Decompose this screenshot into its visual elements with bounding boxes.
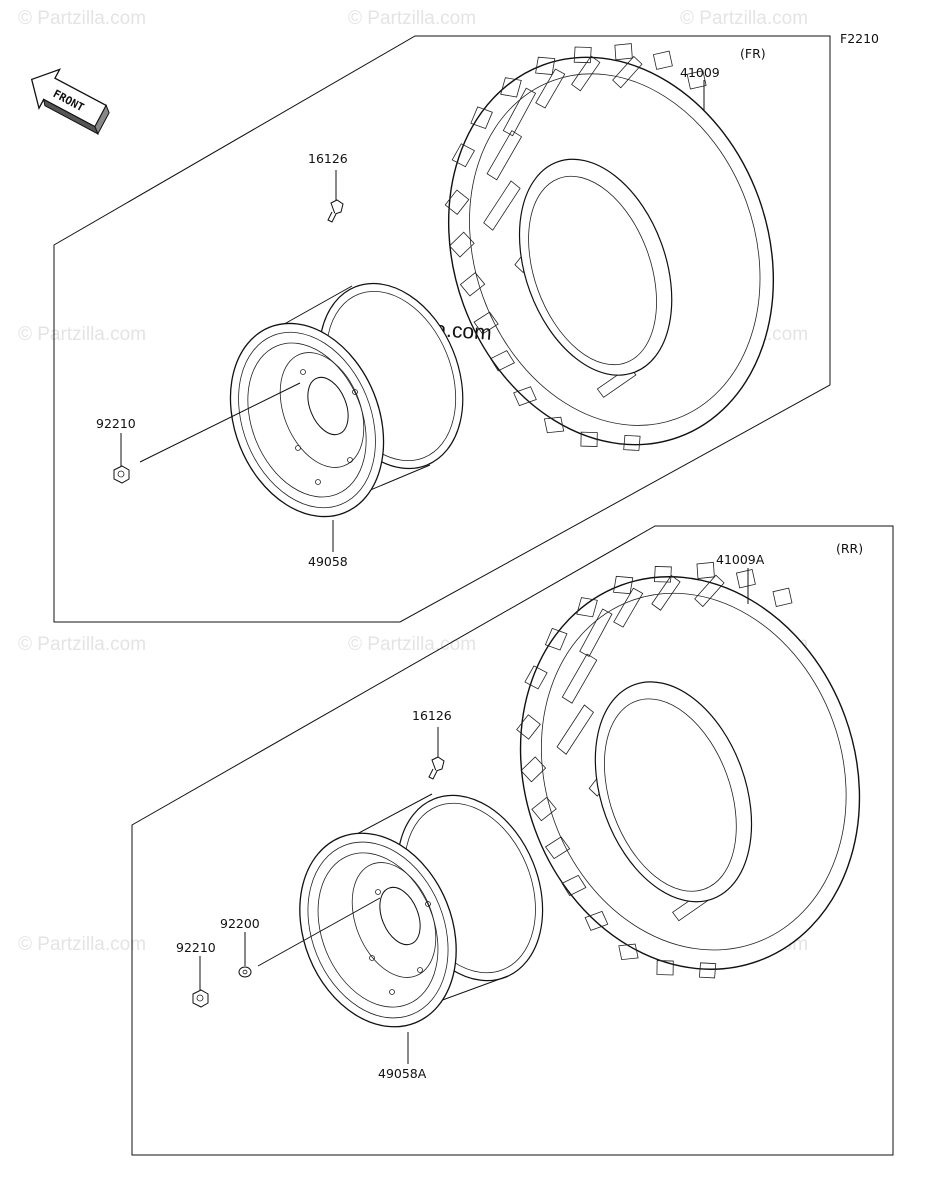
rear-nut-label: 92210 [176, 940, 216, 955]
front-arrow-icon: FRONT [30, 68, 110, 136]
front-valve-icon [327, 199, 344, 223]
rear-washer-label: 92200 [220, 916, 260, 931]
front-wheel-label: 49058 [308, 554, 348, 569]
watermark: © Partzilla.com [18, 934, 146, 955]
rear-tire [516, 561, 861, 979]
front-nut-icon [113, 465, 130, 484]
front-nut-axis [139, 382, 301, 463]
rear-washer-icon [238, 966, 252, 978]
front-tire [444, 43, 775, 451]
rear-position-label: (RR) [836, 541, 863, 556]
watermark: © Partzilla.com [348, 8, 476, 29]
rear-washer-axis [257, 897, 381, 967]
rear-wheel-label: 49058A [378, 1066, 427, 1081]
rear-valve-icon [428, 756, 445, 780]
watermark: © Partzilla.com [18, 634, 146, 655]
rear-wheel [299, 793, 544, 1028]
front-valve-label: 16126 [308, 151, 348, 166]
watermark: © Partzilla.com [348, 634, 476, 655]
rear-assembly-frame [131, 525, 894, 1156]
rear-valve-label: 16126 [412, 708, 452, 723]
front-tire-label: 41009 [680, 65, 720, 80]
diagram-code: F2210 [840, 31, 879, 46]
rear-nut-icon [192, 989, 209, 1008]
watermark: © Partzilla.com [18, 8, 146, 29]
front-wheel [229, 282, 464, 518]
watermark: © Partzilla.com [18, 324, 146, 345]
rear-tire-label: 41009A [716, 552, 765, 567]
front-nut-label: 92210 [96, 416, 136, 431]
watermark: © Partzilla.com [680, 8, 808, 29]
front-assembly-frame [53, 35, 831, 623]
front-position-label: (FR) [740, 46, 766, 61]
